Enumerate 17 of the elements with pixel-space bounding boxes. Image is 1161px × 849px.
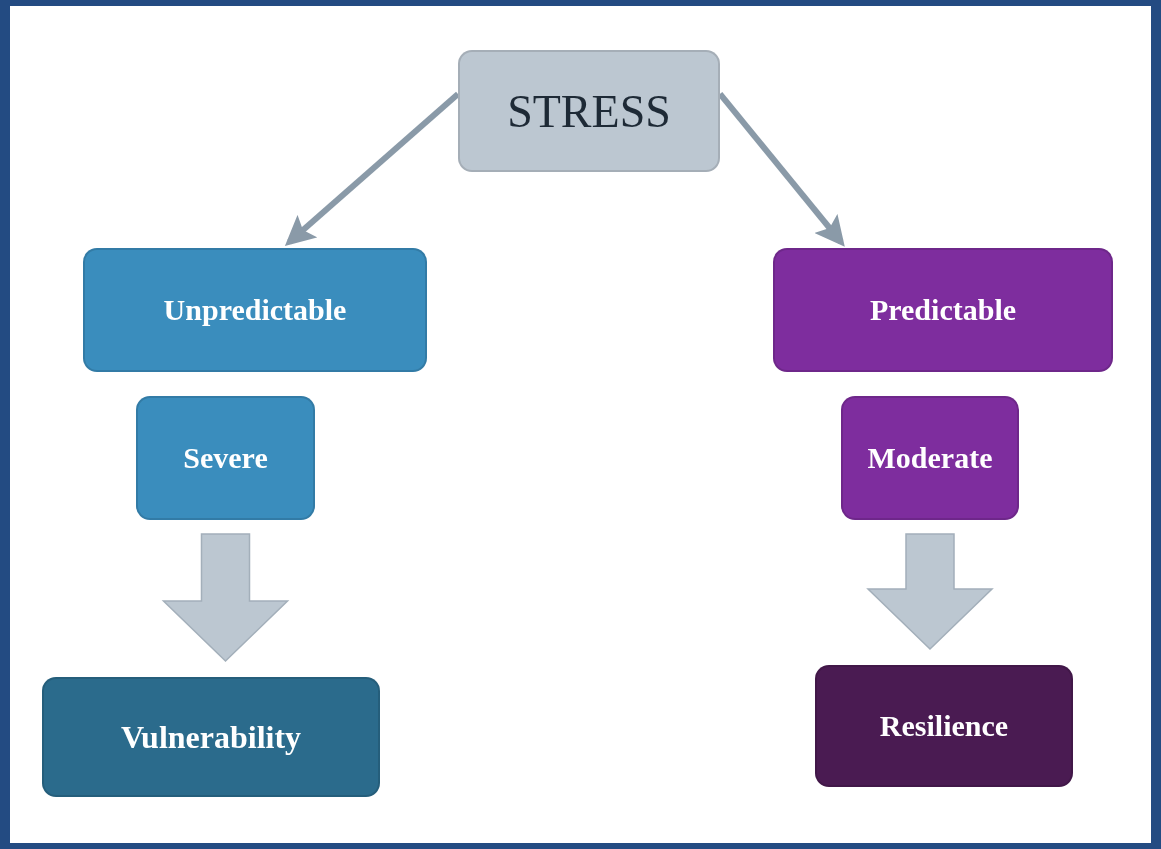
outcome-box [815,665,1073,787]
node-label: Unpredictable [163,293,347,327]
category-box [83,248,427,372]
stress-box [458,50,720,172]
node-label: Predictable [869,293,1017,327]
block-arrow [161,533,290,663]
node-label: Resilience [879,709,1009,743]
category-box [136,396,315,520]
outcome-box [42,677,380,797]
node-label: Moderate [867,441,993,475]
node-label: Severe [183,441,268,475]
category-box [841,396,1019,520]
arrow [284,91,460,246]
block-arrow [866,533,994,651]
category-box [773,248,1113,372]
node-label: STRESS [507,84,671,138]
node-label: Vulnerability [120,718,302,756]
